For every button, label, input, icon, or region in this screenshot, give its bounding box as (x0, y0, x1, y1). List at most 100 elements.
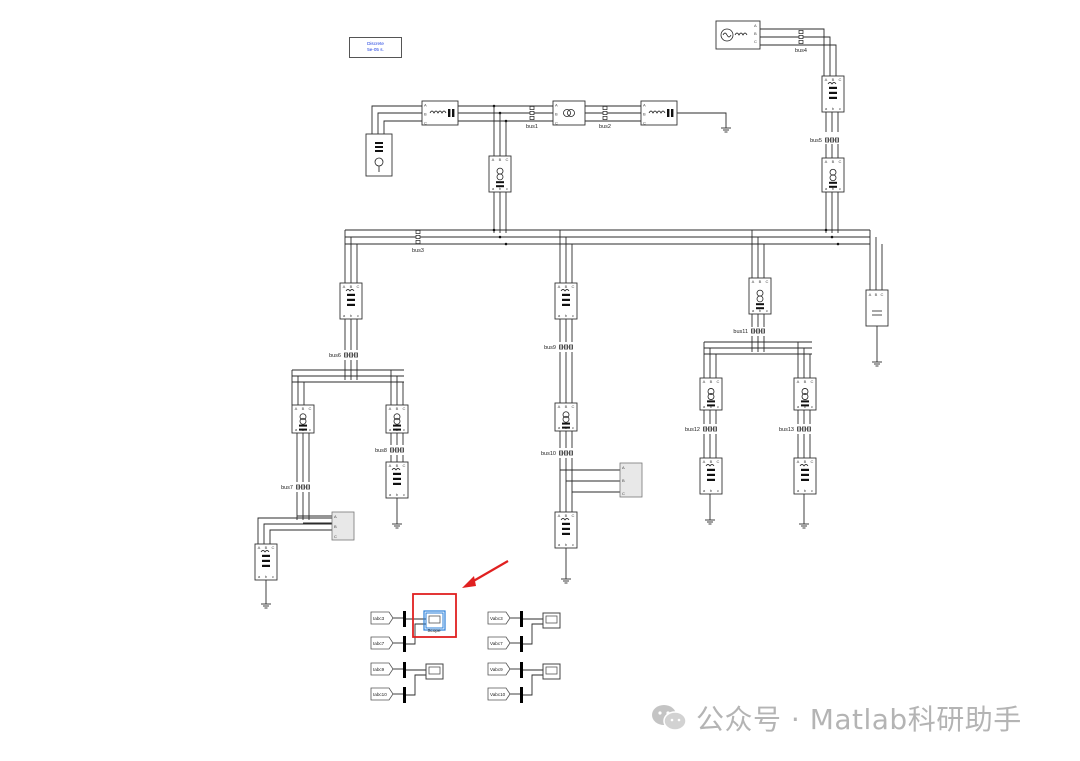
bus-label: bus13 (779, 427, 794, 433)
goto-tag-vabc7[interactable]: Vabc7 (487, 636, 511, 650)
measurement-bus7[interactable]: ABC (331, 511, 355, 541)
bus-bar-bus11[interactable] (751, 328, 765, 334)
port-letter: A (389, 406, 392, 411)
goto-tag-body (487, 662, 511, 676)
rlc-bar (707, 478, 715, 481)
bus-bar-bus12[interactable] (703, 426, 717, 432)
goto-tag-label: Iabc10 (373, 692, 387, 697)
measurement-bus7-body (331, 511, 355, 541)
goto-tag-vabc9[interactable]: Vabc9 (487, 662, 511, 676)
goto-tag-vabc3[interactable]: Vabc3 (487, 611, 511, 625)
bus-bar-bus7[interactable] (296, 484, 310, 490)
port-letter: B (555, 112, 558, 117)
bus-bar-bus5[interactable] (825, 137, 839, 143)
port-letter: A (825, 159, 828, 164)
port-letter: A (825, 77, 828, 82)
bus-bar-bus1[interactable] (529, 106, 535, 120)
winding-icon (563, 109, 571, 117)
coil-icon (648, 110, 666, 114)
scope-current-b[interactable] (425, 663, 444, 680)
rlc-bar (262, 554, 270, 557)
goto-tag-iabc3[interactable]: Iabc3 (370, 611, 394, 625)
bus-bar-bus13[interactable] (797, 426, 811, 432)
bus-bar-bus9[interactable] (559, 344, 573, 350)
rlc-bar (347, 298, 355, 301)
wire-junction (836, 242, 840, 246)
rlc-bar (496, 181, 504, 184)
bus-bar-bus2[interactable] (602, 106, 608, 120)
powergui-block[interactable]: Discrete 5e-05 s. (349, 37, 402, 58)
winding-icon (562, 415, 570, 423)
rlc-bar (347, 303, 355, 306)
port-letter: C (424, 121, 427, 126)
winding-icon (707, 388, 715, 395)
port-letter: a (703, 404, 706, 409)
port-letter: C (403, 406, 406, 411)
port-letter: c (766, 308, 768, 313)
bus-terminal (529, 116, 535, 120)
coil-icon (799, 464, 809, 467)
line-block-left[interactable]: ABC (421, 100, 459, 126)
three-phase-wire (383, 120, 422, 136)
port-letter: B (754, 31, 757, 36)
rlc-bar (829, 91, 837, 94)
measurement-bus10[interactable]: ABC (619, 462, 643, 498)
bus-bar-bus8[interactable] (390, 447, 404, 453)
goto-tag-body (370, 687, 394, 701)
goto-tag-iabc10[interactable]: Iabc10 (370, 687, 394, 701)
coil-icon (705, 464, 715, 467)
wire-layer (257, 28, 883, 696)
goto-tag-iabc7[interactable]: Iabc7 (370, 636, 394, 650)
wire-junction (498, 235, 502, 239)
port-letter: a (703, 488, 706, 493)
scope-voltage-a[interactable] (542, 612, 561, 629)
bus-terminal (798, 35, 804, 39)
bus-bar-bus4[interactable] (798, 30, 804, 44)
three-phase-source-top[interactable]: ABC (715, 20, 761, 50)
port-letter: C (357, 284, 360, 289)
three-phase-source-left[interactable] (365, 133, 393, 177)
port-letter: c (811, 404, 813, 409)
scope-current-a[interactable] (423, 610, 446, 631)
port-letter: a (752, 308, 755, 313)
scope-label: Scope (427, 628, 440, 633)
winding-icon (562, 411, 570, 419)
rlc-bar (375, 150, 383, 152)
bus-bar-bus10[interactable] (559, 450, 573, 456)
goto-tag-iabc9[interactable]: Iabc9 (370, 662, 394, 676)
port-letter: a (825, 106, 828, 111)
line-block-right[interactable]: ABC (640, 100, 678, 126)
port-letter: c (403, 492, 405, 497)
rlc-bar (562, 522, 570, 525)
goto-tag-vabc10[interactable]: Vabc10 (487, 687, 511, 701)
scope-screen-icon (428, 666, 441, 675)
scope-voltage-b[interactable] (542, 663, 561, 680)
bus-terminal (529, 111, 535, 115)
port-letter: a (295, 427, 298, 432)
transformer-bus1-bus2[interactable]: ABC (552, 100, 586, 126)
wire-junction (504, 242, 508, 246)
bus-bar-bus6[interactable] (344, 352, 358, 358)
mux-block (403, 636, 406, 652)
port-letter: B (622, 478, 625, 483)
bus-bar-bus3[interactable] (415, 230, 421, 244)
